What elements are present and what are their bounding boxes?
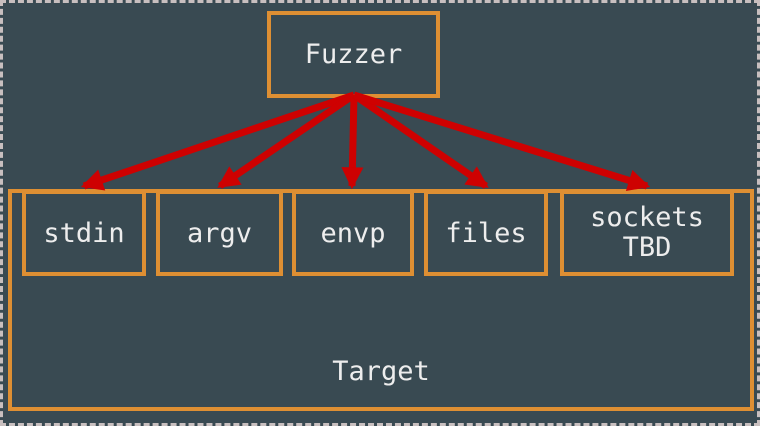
envp-label: envp — [320, 217, 386, 249]
stdin-label: stdin — [43, 217, 125, 249]
argv-label: argv — [186, 217, 253, 249]
input-node-argv: argv — [156, 190, 283, 276]
fuzzer-node: Fuzzer — [267, 11, 440, 98]
arrow-fuzzer-to-argv — [217, 92, 356, 189]
arrow-fuzzer-to-envp — [341, 94, 364, 190]
files-label: files — [445, 217, 527, 249]
sockets-sublabel: TBD — [622, 232, 672, 263]
input-node-stdin: stdin — [22, 190, 146, 276]
input-node-envp: envp — [292, 190, 414, 276]
input-node-sockets: sockets TBD — [560, 190, 734, 276]
target-label: Target — [332, 356, 430, 387]
arrow-fuzzer-to-sockets — [352, 91, 651, 191]
arrow-fuzzer-to-stdin — [80, 91, 356, 191]
fuzzer-label: Fuzzer — [304, 39, 403, 70]
sockets-label: sockets — [590, 202, 704, 233]
input-node-files: files — [424, 190, 548, 276]
arrow-fuzzer-to-files — [352, 92, 489, 189]
